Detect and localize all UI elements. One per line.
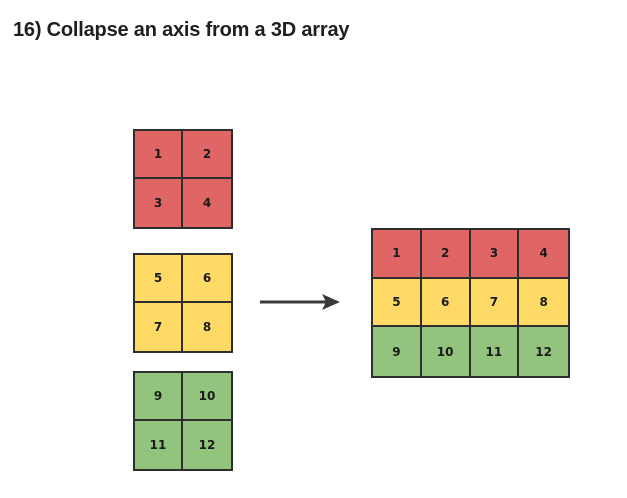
array-cell: 10 xyxy=(183,373,231,421)
array-cell: 2 xyxy=(421,230,471,279)
input-block-yellow: 5 6 7 8 xyxy=(133,253,233,353)
array-cell: 1 xyxy=(373,230,422,279)
array-cell: 12 xyxy=(519,327,568,376)
array-cell: 12 xyxy=(183,421,231,469)
array-cell: 7 xyxy=(135,303,183,351)
array-cell: 3 xyxy=(470,230,520,279)
array-cell: 9 xyxy=(373,327,422,376)
output-array: 1 2 3 4 5 6 7 8 9 10 11 12 xyxy=(371,228,570,378)
right-arrow-icon xyxy=(260,294,340,310)
input-block-green: 9 10 11 12 xyxy=(133,371,233,471)
page-title: 16) Collapse an axis from a 3D array xyxy=(13,19,350,41)
array-cell: 8 xyxy=(183,303,231,351)
array-cell: 7 xyxy=(470,278,520,328)
array-cell: 6 xyxy=(183,255,231,303)
array-cell: 5 xyxy=(373,278,422,328)
array-cell: 3 xyxy=(135,179,183,227)
array-cell: 5 xyxy=(135,255,183,303)
array-cell: 4 xyxy=(519,230,568,279)
input-block-red: 1 2 3 4 xyxy=(133,129,233,229)
array-cell: 6 xyxy=(421,278,471,328)
array-cell: 4 xyxy=(183,179,231,227)
array-cell: 2 xyxy=(183,131,231,179)
array-cell: 11 xyxy=(470,327,520,376)
array-cell: 10 xyxy=(421,327,471,376)
array-cell: 9 xyxy=(135,373,183,421)
array-cell: 8 xyxy=(519,278,568,328)
array-cell: 1 xyxy=(135,131,183,179)
array-cell: 11 xyxy=(135,421,183,469)
